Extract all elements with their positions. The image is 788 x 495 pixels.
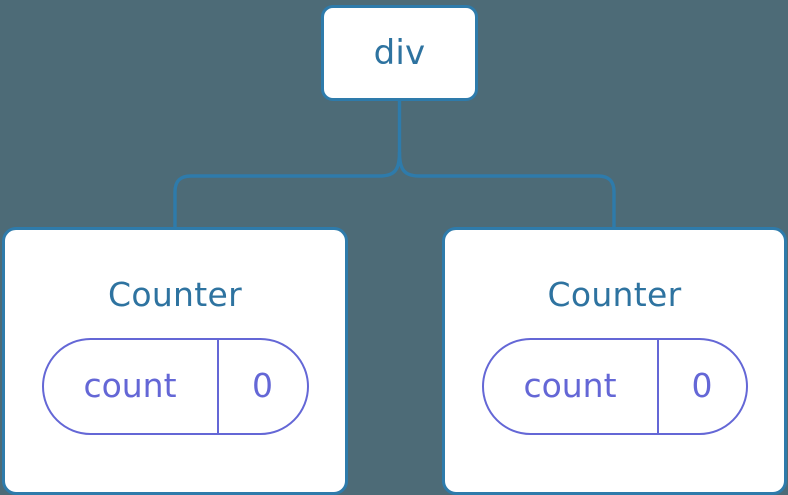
state-pill[interactable]: count 0 [481,338,748,435]
connector-edge-right [397,151,616,229]
component-title: Counter [547,275,682,314]
state-pill[interactable]: count 0 [41,338,309,435]
component-title: Counter [108,275,242,314]
state-value-label: 0 [691,366,713,405]
state-pill-divider [216,340,219,433]
state-key-label: count [83,366,177,405]
node-component-counter-right[interactable]: Counter count 0 [442,227,787,495]
state-key-label: count [523,366,617,405]
node-component-counter-left[interactable]: Counter count 0 [2,227,348,495]
state-pill-divider [656,340,659,433]
connector-edge-left [173,151,402,229]
node-root-div[interactable]: div [321,5,478,101]
state-value-label: 0 [252,366,273,405]
root-node-label: div [373,33,426,73]
